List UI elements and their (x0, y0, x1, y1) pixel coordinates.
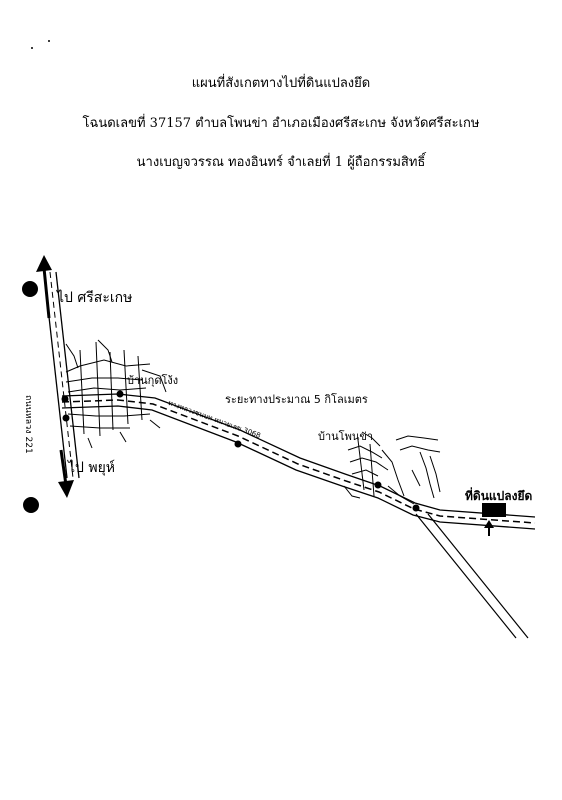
village-marker-phon-kha (374, 481, 382, 489)
scan-dot (31, 47, 33, 49)
map-title: แผนที่สังเกตทางไปที่ดินแปลงยึด (191, 76, 371, 91)
north-endpoint-dot (22, 281, 38, 297)
village-grid-kut-ngong (65, 339, 167, 449)
village-label-kut-ngong: บ้านกุดโง้ง (127, 374, 179, 387)
north-destination-label: ไป ศรีสะเกษ (57, 290, 133, 306)
target-parcel (482, 503, 506, 517)
road-marker (234, 440, 242, 448)
scan-dot (48, 40, 50, 42)
south-endpoint-dot (23, 497, 39, 513)
rural-road (61, 393, 536, 530)
distance-note: ระยะทางประมาณ 5 กิโลเมตร (225, 393, 368, 406)
junction-marker (61, 395, 69, 403)
owner-line: นางเบญจวรรณ ทองอินทร์ จำเลยที่ 1 ผู้ถือก… (136, 155, 426, 170)
village-grid-phon-kha (343, 431, 441, 505)
south-destination-label: ไป พยุห์ (68, 460, 116, 476)
deed-line: โฉนดเลขที่ 37157 ตำบลโพนข่า อำเภอเมืองศร… (82, 116, 480, 131)
branch-road (415, 513, 529, 639)
target-arrow-icon (484, 520, 494, 536)
south-arrow-icon (58, 449, 74, 498)
north-arrow-icon (36, 255, 52, 319)
village-marker-kut-ngong (116, 390, 124, 398)
village-label-phon-kha: บ้านโพนข่า (318, 430, 374, 443)
target-label: ที่ดินแปลงยึด (465, 489, 533, 503)
junction-marker (412, 504, 420, 512)
junction-marker (62, 414, 70, 422)
highway-label: ถนนหลวง 221 (23, 395, 33, 454)
